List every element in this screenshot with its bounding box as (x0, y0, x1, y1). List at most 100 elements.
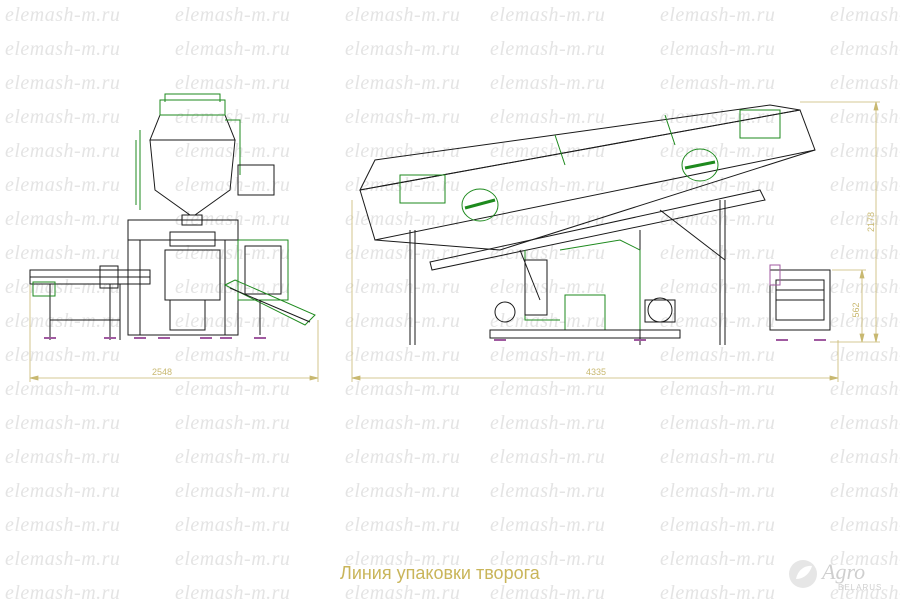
watermark-text: elemash-m.ru (660, 446, 776, 468)
watermark-text: elemash-m.ru (490, 378, 606, 400)
watermark-text: elemash-m.ru (490, 514, 606, 536)
watermark-text: elemash-m.ru (5, 514, 121, 536)
watermark-text: elemash-m.ru (5, 446, 121, 468)
watermark-text: elemash-m.ru (830, 242, 900, 264)
watermark-text: elemash-m.ru (830, 378, 900, 400)
watermark-text: elemash-m.ru (175, 174, 291, 196)
right-machine (359, 104, 831, 345)
leaf-icon (789, 560, 817, 588)
watermark-text: elemash-m.ru (660, 412, 776, 434)
watermark-text: elemash-m.ru (5, 412, 121, 434)
watermark-text: elemash-m.ru (490, 412, 606, 434)
watermark-text: elemash-m.ru (660, 140, 776, 162)
watermark-text: elemash-m.ru (345, 72, 461, 94)
watermark-text: elemash-m.ru (5, 582, 121, 600)
watermark-text: elemash-m.ru (660, 514, 776, 536)
watermark-text: elemash-m.ru (175, 310, 291, 332)
watermark-text: elemash-m.ru (830, 4, 900, 26)
watermark-text: elemash-m.ru (345, 582, 461, 600)
pump-right (647, 297, 673, 323)
watermark-text: elemash-m.ru (175, 242, 291, 264)
watermark-text: elemash-m.ru (830, 174, 900, 196)
watermark-text: elemash-m.ru (175, 276, 291, 298)
watermark-text: elemash-m.ru (830, 140, 900, 162)
watermark-text: elemash-m.ru (660, 38, 776, 60)
watermark-text: elemash-m.ru (490, 446, 606, 468)
drawing-caption: Линия упаковки творога (340, 563, 540, 583)
watermark-text: elemash-m.ru (345, 480, 461, 502)
dimension-right-width (351, 200, 839, 382)
watermark-text: elemash-m.ru (830, 514, 900, 536)
watermark-text: elemash-m.ru (490, 480, 606, 502)
watermark-text: elemash-m.ru (490, 548, 606, 570)
watermark-text: elemash-m.ru (5, 548, 121, 570)
watermark-text: elemash-m.ru (830, 38, 900, 60)
watermark-text: elemash-m.ru (490, 174, 606, 196)
watermark-text: elemash-m.ru (5, 208, 121, 230)
dimension-left-width (29, 285, 319, 382)
watermark-text: elemash-m.ru (5, 480, 121, 502)
watermark-text: elemash-m.ru (345, 242, 461, 264)
dimension-label-right-height: 2178 (866, 212, 876, 232)
watermark-text: elemash-m.ru (5, 4, 121, 26)
dimension-label-right-width: 4335 (586, 367, 606, 377)
watermark-text: elemash-m.ru (175, 514, 291, 536)
watermark-text: elemash-m.ru (490, 106, 606, 128)
watermark-text: elemash-m.ru (175, 378, 291, 400)
dimension-right-height (800, 101, 880, 343)
watermark-text: elemash-m.ru (490, 72, 606, 94)
watermark-text: elemash-m.ru (345, 174, 461, 196)
watermark-text: elemash-m.ru (345, 4, 461, 26)
watermark-text: elemash-m.ru (175, 412, 291, 434)
watermark-text: elemash-m.ru (660, 72, 776, 94)
watermark-text: elemash-m.ru (345, 446, 461, 468)
agro-belarus-logo: Agro BELARUS (782, 553, 892, 598)
watermark-text: elemash-m.ru (175, 106, 291, 128)
watermark-text: elemash-m.ru (490, 140, 606, 162)
watermark-text: elemash-m.ru (660, 582, 776, 600)
watermark-text: elemash-m.ru (175, 208, 291, 230)
pump-left (494, 301, 516, 323)
watermark-text: elemash-m.ru (5, 310, 121, 332)
watermark-text: elemash-m.ru (5, 242, 121, 264)
watermark-text: elemash-m.ru (830, 446, 900, 468)
watermark-text: elemash-m.ru (5, 106, 121, 128)
watermark-text: elemash-m.ru (5, 72, 121, 94)
watermark-text: elemash-m.ru (175, 140, 291, 162)
watermark-text: elemash-m.ru (175, 446, 291, 468)
watermark-text: elemash-m.ru (660, 4, 776, 26)
watermark-text: elemash-m.ru (345, 140, 461, 162)
watermark-text: elemash-m.ru (830, 276, 900, 298)
watermark-text: elemash-m.ru (490, 582, 606, 600)
watermark-text: elemash-m.ru (490, 344, 606, 366)
watermark-text: elemash-m.ru (490, 38, 606, 60)
watermark-text: elemash-m.ru (345, 310, 461, 332)
watermark-text: elemash-m.ru (660, 480, 776, 502)
watermark-text: elemash-m.ru (660, 106, 776, 128)
watermark-text: elemash-m.ru (830, 582, 900, 600)
watermark-text: elemash-m.ru (830, 72, 900, 94)
watermark-text: elemash-m.ru (490, 208, 606, 230)
watermark-text: elemash-m.ru (660, 378, 776, 400)
logo-text: Agro (822, 559, 866, 584)
watermark-text: elemash-m.ru (5, 174, 121, 196)
watermark-text: elemash-m.ru (345, 208, 461, 230)
left-machine (29, 93, 316, 340)
watermark-text: elemash-m.ru (830, 548, 900, 570)
watermark-text: elemash-m.ru (175, 344, 291, 366)
watermark-text: elemash-m.ru (830, 480, 900, 502)
dimension-label-right-low-height: 562 (851, 302, 861, 317)
watermark-text: elemash-m.ru (830, 344, 900, 366)
watermark-text: elemash-m.ru (830, 106, 900, 128)
side-unit (769, 269, 831, 331)
watermark-text: elemash-m.ru (345, 276, 461, 298)
watermark-text: elemash-m.ru (830, 412, 900, 434)
watermark-text: elemash-m.ru (5, 378, 121, 400)
watermark-text: elemash-m.ru (660, 242, 776, 264)
watermark-text: elemash-m.ru (345, 106, 461, 128)
watermark-text: elemash-m.ru (5, 38, 121, 60)
watermark-text: elemash-m.ru (175, 38, 291, 60)
screw-conveyor (429, 189, 766, 271)
